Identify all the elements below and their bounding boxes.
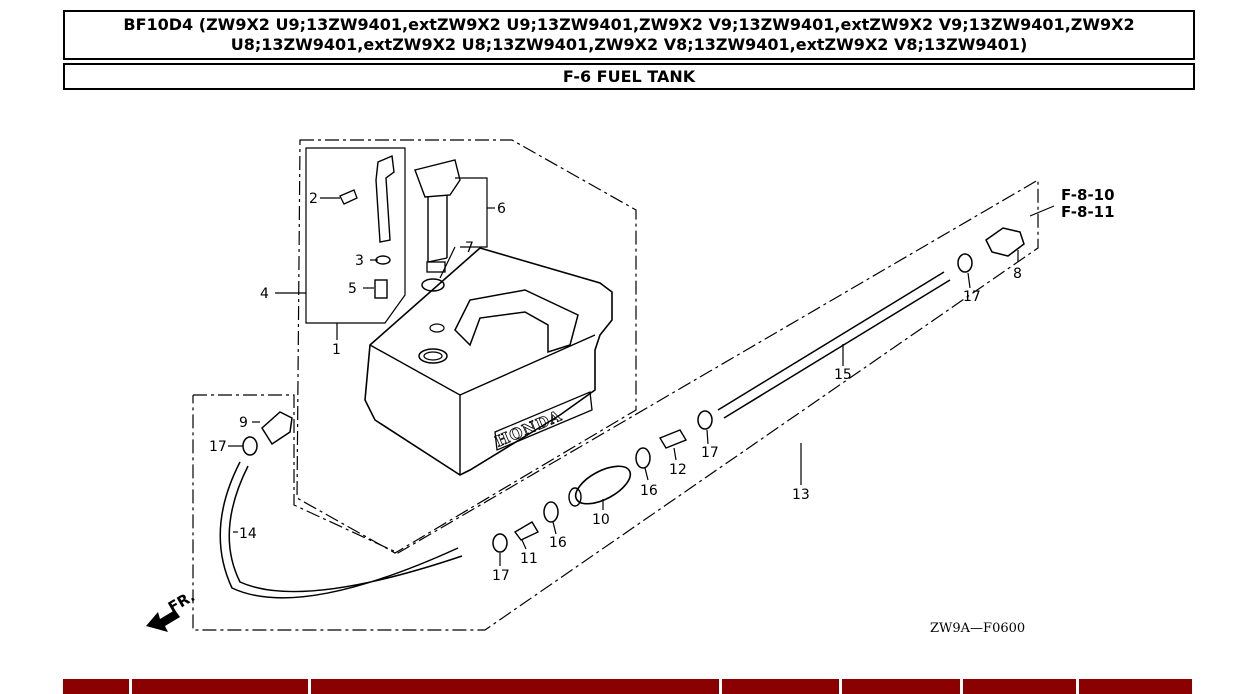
tank-handle <box>454 289 579 354</box>
reference-link[interactable]: F-8-11 <box>1061 203 1115 221</box>
part-label[interactable]: 7 <box>465 240 474 256</box>
model-header: BF10D4 (ZW9X2 U9;13ZW9401,extZW9X2 U9;13… <box>63 10 1195 60</box>
hose-outline <box>192 178 1039 631</box>
fuel-hose-15 <box>717 271 951 419</box>
part-label[interactable]: 17 <box>701 445 719 461</box>
diagram-code: ZW9A—F0600 <box>930 621 1025 636</box>
part-label[interactable]: 15 <box>834 367 852 383</box>
part-label[interactable]: 17 <box>209 439 227 455</box>
part-label[interactable]: 10 <box>592 512 610 528</box>
part-label[interactable]: 16 <box>640 483 658 499</box>
part-label[interactable]: 13 <box>792 487 810 503</box>
part-label[interactable]: 8 <box>1013 266 1022 282</box>
fuel-tank <box>364 247 613 476</box>
part-label[interactable]: 9 <box>239 415 248 431</box>
part-label[interactable]: 1 <box>332 342 341 358</box>
vent-pipe-icon <box>375 154 395 243</box>
table-header-strip <box>63 679 1195 694</box>
part-label[interactable]: 14 <box>239 526 257 542</box>
part-label[interactable]: 6 <box>497 201 506 217</box>
reference-link[interactable]: F-8-10 <box>1061 186 1115 204</box>
table-header-cell <box>63 679 129 694</box>
gauge-seal <box>421 278 445 292</box>
primer-bulb-icon <box>574 465 632 505</box>
part-label[interactable]: 4 <box>260 286 269 302</box>
engine-connector-icon <box>261 411 293 446</box>
model-line-2: U8;13ZW9401,extZW9X2 U8;13ZW9401,ZW9X2 V… <box>230 35 1028 54</box>
part-label[interactable]: 2 <box>309 191 318 207</box>
section-title: F-6 FUEL TANK <box>63 63 1195 90</box>
part-label[interactable]: 17 <box>963 289 981 305</box>
front-arrow-icon <box>146 610 180 632</box>
tank-outline <box>296 139 637 554</box>
filler-cap <box>418 348 448 364</box>
table-header-cell <box>311 679 719 694</box>
part-label[interactable]: 17 <box>492 568 510 584</box>
fuel-hose-14 <box>219 461 463 599</box>
table-header-cell <box>842 679 960 694</box>
table-header-cell <box>963 679 1076 694</box>
fuel-gauge-icon <box>414 159 461 198</box>
tank-connector-icon <box>985 227 1025 257</box>
table-header-cell <box>1079 679 1192 694</box>
part-label[interactable]: 11 <box>520 551 538 567</box>
table-header-cell <box>722 679 839 694</box>
table-header-cell <box>132 679 308 694</box>
tank-logo: HONDA <box>493 407 565 451</box>
part-label[interactable]: 12 <box>669 462 687 478</box>
model-line-1: BF10D4 (ZW9X2 U9;13ZW9401,extZW9X2 U9;13… <box>123 15 1135 34</box>
part-label[interactable]: 16 <box>549 535 567 551</box>
components-box <box>305 147 406 324</box>
part-label[interactable]: 5 <box>348 281 357 297</box>
part-label[interactable]: 3 <box>355 253 364 269</box>
